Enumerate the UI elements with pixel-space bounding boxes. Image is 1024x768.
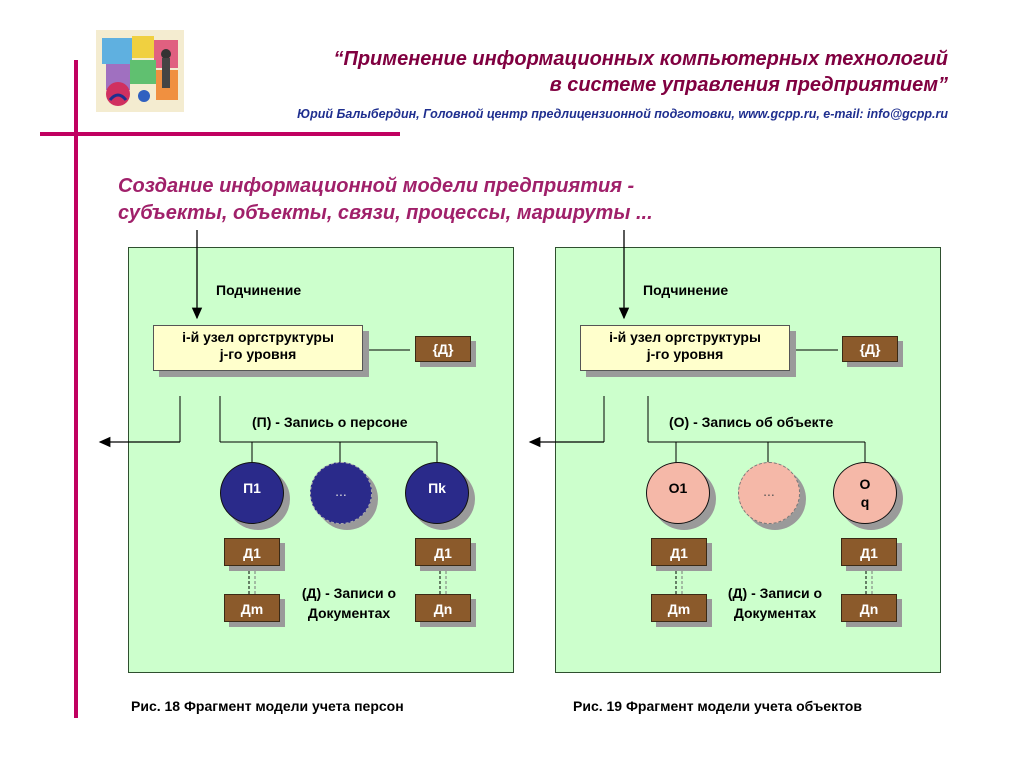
right-doc-dm: Дm: [651, 594, 707, 622]
left-doc-d1-first: Д1: [224, 538, 280, 566]
left-org-node: i-й узел оргструктуры j-го уровня: [153, 325, 363, 371]
right-record-label: (О) - Запись об объекте: [669, 414, 834, 430]
left-docs-label-line1: (Д) - Записи о: [301, 585, 397, 601]
left-doc-dn: Дn: [415, 594, 471, 622]
right-org-node-line1: i-й узел оргструктуры: [609, 329, 761, 345]
right-subordination-label: Подчинение: [643, 282, 729, 298]
left-docs-label: (Д) - Записи о Документах: [290, 583, 408, 623]
right-doc-dn: Дn: [841, 594, 897, 622]
left-doc-d1-second: Д1: [415, 538, 471, 566]
left-person-circle-1: П1: [220, 462, 284, 524]
right-doc-set: {Д}: [842, 336, 898, 362]
right-docs-label-line1: (Д) - Записи о: [727, 585, 823, 601]
header-title-line1: “Применение информационных компьютерных …: [333, 48, 948, 70]
heading-line1: Создание информационной модели предприят…: [118, 175, 635, 197]
right-object-circle-q: О q: [833, 462, 897, 524]
right-org-node-line2: j-го уровня: [646, 346, 724, 362]
left-record-label: (П) - Запись о персоне: [252, 414, 408, 430]
right-docs-label-line2: Документах: [733, 605, 817, 621]
left-org-node-line1: i-й узел оргструктуры: [182, 329, 334, 345]
left-person-circle-mid: ...: [310, 462, 372, 524]
right-org-node: i-й узел оргструктуры j-го уровня: [580, 325, 790, 371]
header-title-line2: в системе управления предприятием”: [549, 74, 948, 96]
right-object-circle-1: О1: [646, 462, 710, 524]
left-subordination-label: Подчинение: [216, 282, 302, 298]
accent-vertical-rule: [74, 60, 78, 718]
left-doc-set: {Д}: [415, 336, 471, 362]
right-object-circle-q-line2: q: [860, 494, 870, 510]
logo-puzzle-image: [96, 30, 184, 112]
right-object-circle-mid: ...: [738, 462, 800, 524]
right-docs-label: (Д) - Записи о Документах: [716, 583, 834, 623]
right-figure-caption: Рис. 19 Фрагмент модели учета объектов: [573, 698, 862, 714]
left-figure-caption: Рис. 18 Фрагмент модели учета персон: [131, 698, 404, 714]
right-doc-d1-first: Д1: [651, 538, 707, 566]
heading-line2: субъекты, объекты, связи, процессы, марш…: [118, 202, 653, 224]
left-docs-label-line2: Документах: [307, 605, 391, 621]
left-person-circle-k: Пk: [405, 462, 469, 524]
header-author: Юрий Балыбердин, Головной центр предлице…: [297, 107, 948, 121]
right-object-circle-q-line1: О: [859, 476, 871, 492]
right-doc-d1-second: Д1: [841, 538, 897, 566]
left-doc-dm: Дm: [224, 594, 280, 622]
accent-horizontal-rule: [40, 132, 400, 136]
left-org-node-line2: j-го уровня: [219, 346, 297, 362]
